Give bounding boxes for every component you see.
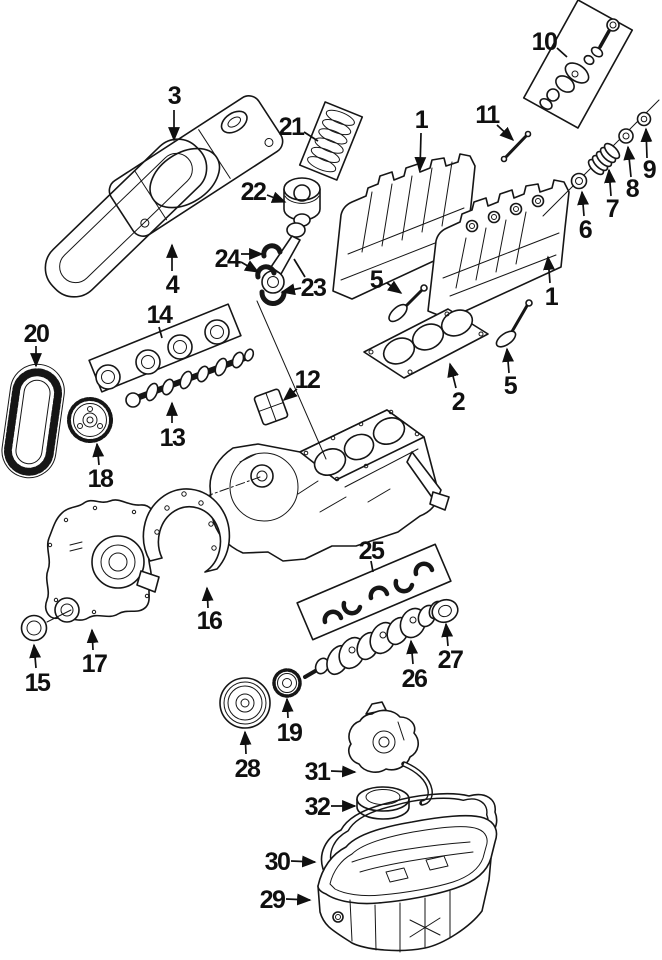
crank-gear xyxy=(272,668,302,698)
callout-17: 17 xyxy=(82,650,107,678)
callout-leader-17 xyxy=(86,628,99,651)
callout-15: 15 xyxy=(25,669,51,697)
callout-1-right: 1 xyxy=(545,283,559,311)
rear-main-seal xyxy=(431,598,459,624)
callout-leader-5-right xyxy=(502,347,515,374)
callout-leader-15 xyxy=(29,643,42,669)
callout-24: 24 xyxy=(215,245,241,273)
cylinder-head-left xyxy=(332,153,476,300)
crank-pulley xyxy=(219,677,271,729)
cam-bearing-set-box xyxy=(88,303,242,393)
valve-right xyxy=(495,299,533,348)
callout-leader-1-left xyxy=(414,132,427,172)
callout-leader-7 xyxy=(604,168,616,197)
callout-leader-16 xyxy=(201,586,214,609)
callout-23: 23 xyxy=(301,274,326,302)
callout-leader-25 xyxy=(370,560,374,573)
callout-leader-30 xyxy=(290,855,317,868)
callout-11: 11 xyxy=(475,101,500,129)
callout-13: 13 xyxy=(160,424,185,452)
main-bearing-set-box xyxy=(296,543,452,641)
cylinder-head-right xyxy=(427,179,570,320)
callout-leader-24 xyxy=(240,260,260,273)
engine-block xyxy=(203,409,450,562)
callout-leader-12 xyxy=(282,387,298,401)
callout-leader-19 xyxy=(281,697,294,719)
callout-leader-28 xyxy=(239,730,252,755)
callout-layer: 3421221101167891525242320141318122516171… xyxy=(24,28,658,914)
connecting-rod xyxy=(259,222,306,306)
callout-leader-31 xyxy=(330,765,357,778)
valve-spring-kit-box xyxy=(298,101,364,181)
callout-leader-23 xyxy=(280,283,302,296)
callout-7: 7 xyxy=(606,195,619,223)
valve-cover xyxy=(108,95,284,237)
callout-2: 2 xyxy=(452,388,465,416)
valve-left xyxy=(388,284,428,323)
callout-1-left: 1 xyxy=(415,106,429,134)
callout-25: 25 xyxy=(359,537,385,565)
callout-32: 32 xyxy=(305,793,330,821)
callout-19: 19 xyxy=(277,719,302,747)
callout-3: 3 xyxy=(168,82,181,110)
callout-27: 27 xyxy=(438,646,463,674)
callout-leader-26 xyxy=(406,639,419,665)
piston xyxy=(283,177,321,227)
callout-leader-23 xyxy=(293,258,306,278)
callout-leader-6 xyxy=(577,190,590,217)
cam-sprocket xyxy=(67,397,113,443)
callout-leader-18 xyxy=(92,442,105,466)
callout-29: 29 xyxy=(260,886,285,914)
callout-9: 9 xyxy=(643,156,656,184)
callout-31: 31 xyxy=(305,758,331,786)
callout-14: 14 xyxy=(147,301,173,329)
oil-pump xyxy=(348,701,433,806)
callout-16: 16 xyxy=(197,607,222,635)
callout-22: 22 xyxy=(241,178,266,206)
callout-leader-2 xyxy=(447,362,459,389)
callout-30: 30 xyxy=(265,848,290,876)
valve-spring xyxy=(587,142,621,176)
callout-5-left: 5 xyxy=(370,266,384,294)
callout-10: 10 xyxy=(532,28,557,56)
head-gasket xyxy=(363,308,489,379)
callout-leader-8 xyxy=(623,145,636,178)
valve-cover-gasket xyxy=(44,138,208,298)
timing-chain xyxy=(1,363,65,479)
callout-26: 26 xyxy=(402,665,427,693)
callout-leader-9 xyxy=(640,127,653,159)
camshaft xyxy=(125,348,255,408)
callout-4: 4 xyxy=(166,271,180,299)
callout-leader-29 xyxy=(285,893,312,906)
expansion-plug xyxy=(253,388,289,426)
callout-12: 12 xyxy=(295,366,320,394)
pushrod xyxy=(500,130,532,163)
callout-leader-21 xyxy=(303,131,319,142)
callout-8: 8 xyxy=(626,175,640,203)
rocker-arm-kit-box xyxy=(522,0,634,129)
callout-leader-10 xyxy=(556,47,568,58)
callout-28: 28 xyxy=(235,755,261,783)
callout-leader-14 xyxy=(158,326,163,339)
callout-18: 18 xyxy=(88,465,114,493)
callout-6: 6 xyxy=(579,216,592,244)
assembly-leader-line xyxy=(256,300,327,460)
callout-leader-1-right xyxy=(543,255,555,284)
rod-bearings xyxy=(255,243,283,280)
callout-leader-11 xyxy=(496,124,515,142)
callout-leader-5-left xyxy=(386,280,403,294)
oil-pan xyxy=(317,814,498,953)
callout-20: 20 xyxy=(24,320,49,348)
callout-5-right: 5 xyxy=(504,372,518,400)
callout-leader-22 xyxy=(266,191,287,203)
timing-cover xyxy=(44,499,160,623)
timing-cover-gasket xyxy=(142,488,231,573)
valve-stem-parts xyxy=(542,99,660,217)
callout-leader-27 xyxy=(441,622,454,647)
crank-front-seal xyxy=(20,609,72,642)
callout-21: 21 xyxy=(279,113,305,141)
